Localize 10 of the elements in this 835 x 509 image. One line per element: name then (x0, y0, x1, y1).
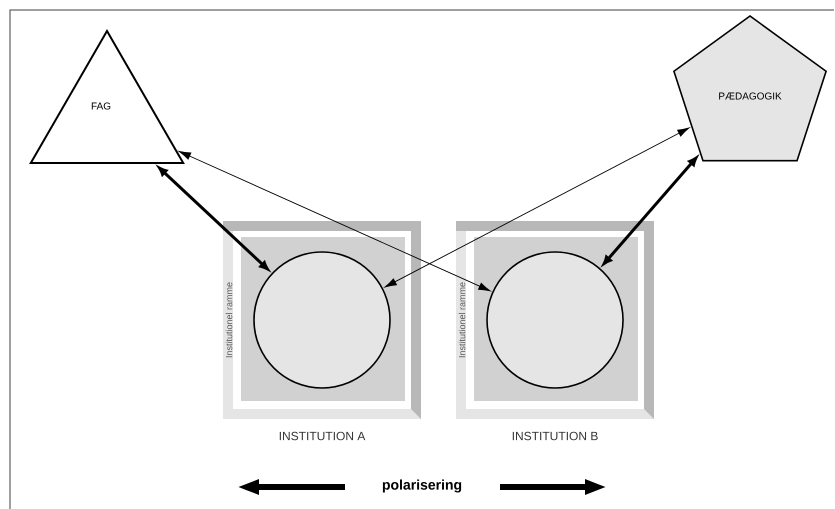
circle (253, 251, 391, 389)
arrow (602, 156, 698, 265)
arrow (384, 128, 690, 288)
node-label: FAG (92, 102, 110, 110)
circle (486, 251, 624, 389)
axis-label: polarisering (382, 479, 462, 493)
institution-label: INSTITUTION B (512, 432, 598, 440)
institution-label: INSTITUTION A (280, 432, 366, 440)
arrow (178, 151, 490, 292)
arrow (158, 166, 269, 270)
